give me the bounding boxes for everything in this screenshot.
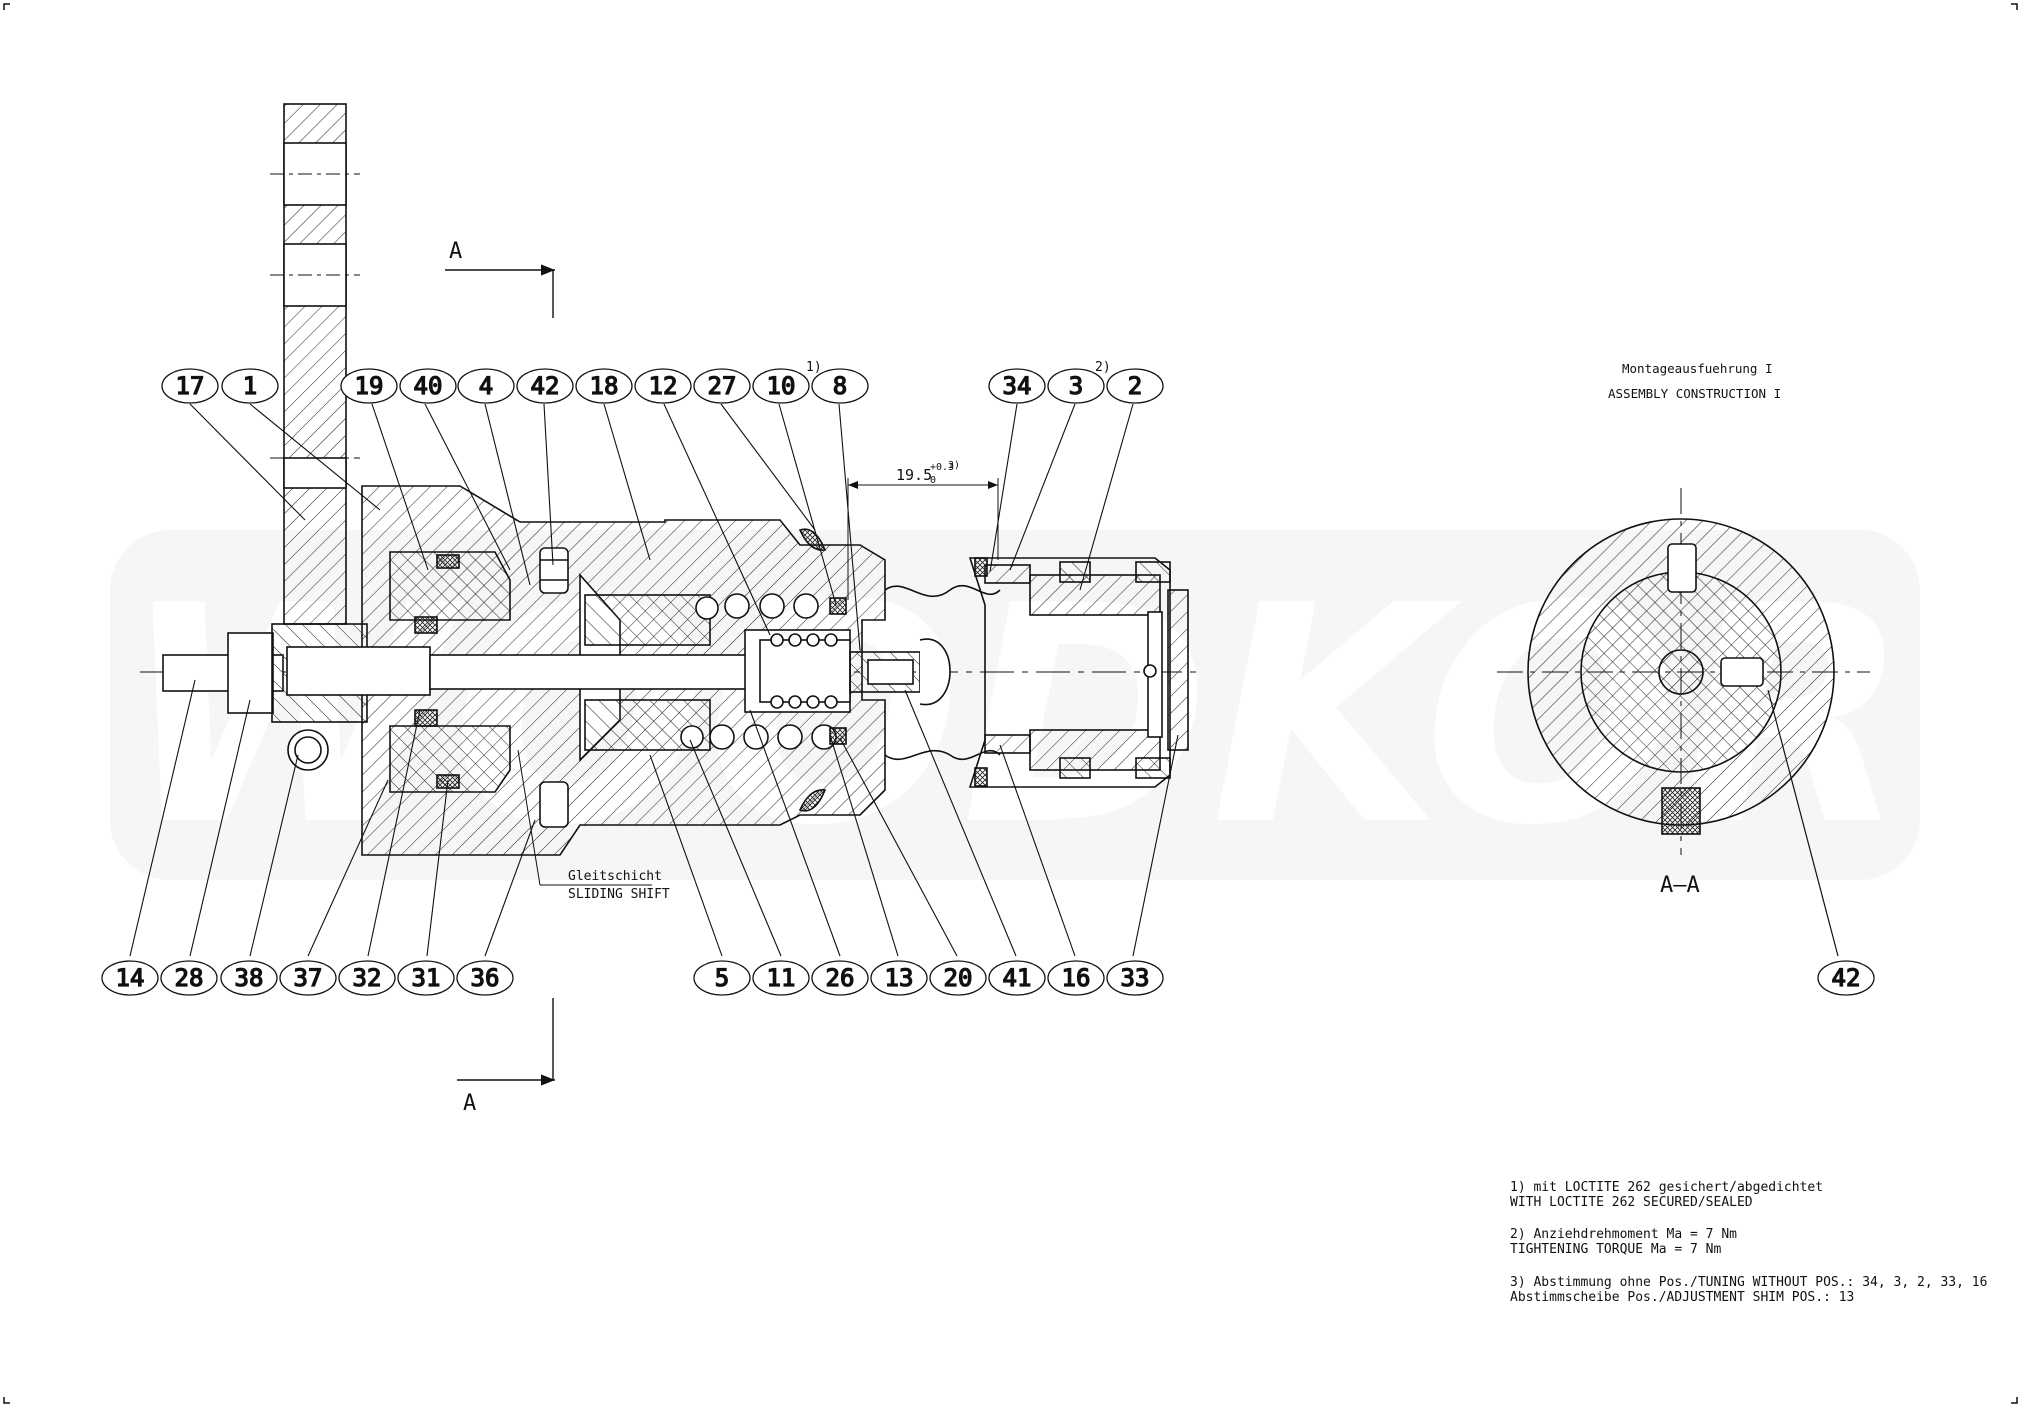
superscript-2: 2) [1095, 360, 1111, 375]
balloon: 1 [221, 368, 279, 404]
svg-text:26: 26 [826, 964, 855, 992]
svg-text:13: 13 [885, 964, 914, 992]
section-marker-bottom: A [463, 1091, 476, 1116]
note-3-en: Abstimmscheibe Pos./ADJUSTMENT SHIM POS.… [1510, 1290, 1854, 1305]
svg-text:34: 34 [1003, 372, 1032, 400]
balloon: 33 [1106, 960, 1164, 996]
balloon: 27 [693, 368, 751, 404]
balloon: 11 [752, 960, 810, 996]
balloon: 8 [811, 368, 869, 404]
svg-text:41: 41 [1003, 964, 1032, 992]
part-balloons-bottom: 14 28 38 37 32 31 36 5 11 26 13 20 41 16… [101, 960, 1164, 996]
svg-text:11: 11 [767, 964, 796, 992]
svg-text:32: 32 [353, 964, 382, 992]
svg-text:19.5: 19.5 [896, 466, 932, 484]
svg-text:38: 38 [235, 964, 264, 992]
balloon: 2 [1106, 368, 1164, 404]
balloon: 3 [1047, 368, 1105, 404]
svg-text:42: 42 [1832, 964, 1861, 992]
sliding-label-en: SLIDING SHIFT [568, 887, 670, 902]
svg-text:0: 0 [930, 475, 936, 486]
svg-text:4: 4 [479, 372, 493, 400]
leader-lines [129, 403, 1179, 957]
svg-text:5: 5 [715, 964, 729, 992]
note-2-en: TIGHTENING TORQUE Ma = 7 Nm [1510, 1242, 1721, 1257]
part-balloons-top: 17 1 19 40 4 42 18 12 27 10 8 34 3 2 [161, 368, 1164, 404]
svg-text:10: 10 [767, 372, 796, 400]
balloon: 19 [340, 368, 398, 404]
balloon-section-42: 42 [1817, 960, 1875, 996]
svg-text:3): 3) [948, 460, 960, 471]
svg-text:27: 27 [708, 372, 737, 400]
svg-text:42: 42 [531, 372, 560, 400]
balloon: 38 [220, 960, 278, 996]
inner-spring [770, 633, 838, 709]
balloon: 18 [575, 368, 633, 404]
sheet-corner-marks [3, 3, 2018, 1404]
balloon: 12 [634, 368, 692, 404]
svg-text:28: 28 [175, 964, 204, 992]
balloon: 5 [693, 960, 751, 996]
svg-text:31: 31 [412, 964, 441, 992]
assembly-title-en: ASSEMBLY CONSTRUCTION I [1608, 386, 1781, 401]
balloon: 13 [870, 960, 928, 996]
balloon: 10 [752, 368, 810, 404]
svg-text:36: 36 [471, 964, 500, 992]
main-section-view [140, 103, 1200, 1086]
svg-text:8: 8 [833, 372, 847, 400]
balloon: 31 [397, 960, 455, 996]
note-2-de: 2) Anziehdrehmoment Ma = 7 Nm [1510, 1227, 1737, 1242]
assembly-title-de: Montageausfuehrung I [1622, 361, 1773, 376]
svg-text:12: 12 [649, 372, 678, 400]
svg-text:14: 14 [116, 964, 145, 992]
balloon: 34 [988, 368, 1046, 404]
svg-text:17: 17 [176, 372, 205, 400]
balloon: 17 [161, 368, 219, 404]
balloon: 36 [456, 960, 514, 996]
balloon: 20 [929, 960, 987, 996]
section-view-a-a [1497, 488, 1870, 957]
dimension-19-5: 19.5 +0.3 0 3) [896, 460, 960, 486]
svg-text:16: 16 [1062, 964, 1091, 992]
balloon: 14 [101, 960, 159, 996]
balloon: 42 [516, 368, 574, 404]
balloon: 32 [338, 960, 396, 996]
balloon: 28 [160, 960, 218, 996]
section-view-label: A–A [1660, 873, 1700, 898]
balloon: 40 [399, 368, 457, 404]
svg-text:3: 3 [1069, 372, 1083, 400]
note-3-de: 3) Abstimmung ohne Pos./TUNING WITHOUT P… [1510, 1275, 1987, 1290]
balloon: 37 [279, 960, 337, 996]
superscript-1: 1) [806, 360, 822, 375]
sliding-label-de: Gleitschicht [568, 869, 662, 884]
svg-text:37: 37 [294, 964, 323, 992]
balloon: 16 [1047, 960, 1105, 996]
svg-text:+0.3: +0.3 [930, 462, 954, 473]
svg-text:20: 20 [944, 964, 973, 992]
balloon: 4 [457, 368, 515, 404]
svg-text:40: 40 [414, 372, 443, 400]
svg-text:1: 1 [243, 372, 257, 400]
section-marker-top: A [449, 239, 462, 264]
svg-text:2: 2 [1128, 372, 1142, 400]
note-1-de: 1) mit LOCTITE 262 gesichert/abgedichtet [1510, 1180, 1823, 1195]
svg-text:19: 19 [355, 372, 384, 400]
balloon: 26 [811, 960, 869, 996]
balloon: 41 [988, 960, 1046, 996]
note-1-en: WITH LOCTITE 262 SECURED/SEALED [1510, 1195, 1753, 1210]
footnotes: 1) mit LOCTITE 262 gesichert/abgedichtet… [1510, 1180, 1987, 1305]
svg-text:33: 33 [1121, 964, 1150, 992]
svg-text:18: 18 [590, 372, 619, 400]
